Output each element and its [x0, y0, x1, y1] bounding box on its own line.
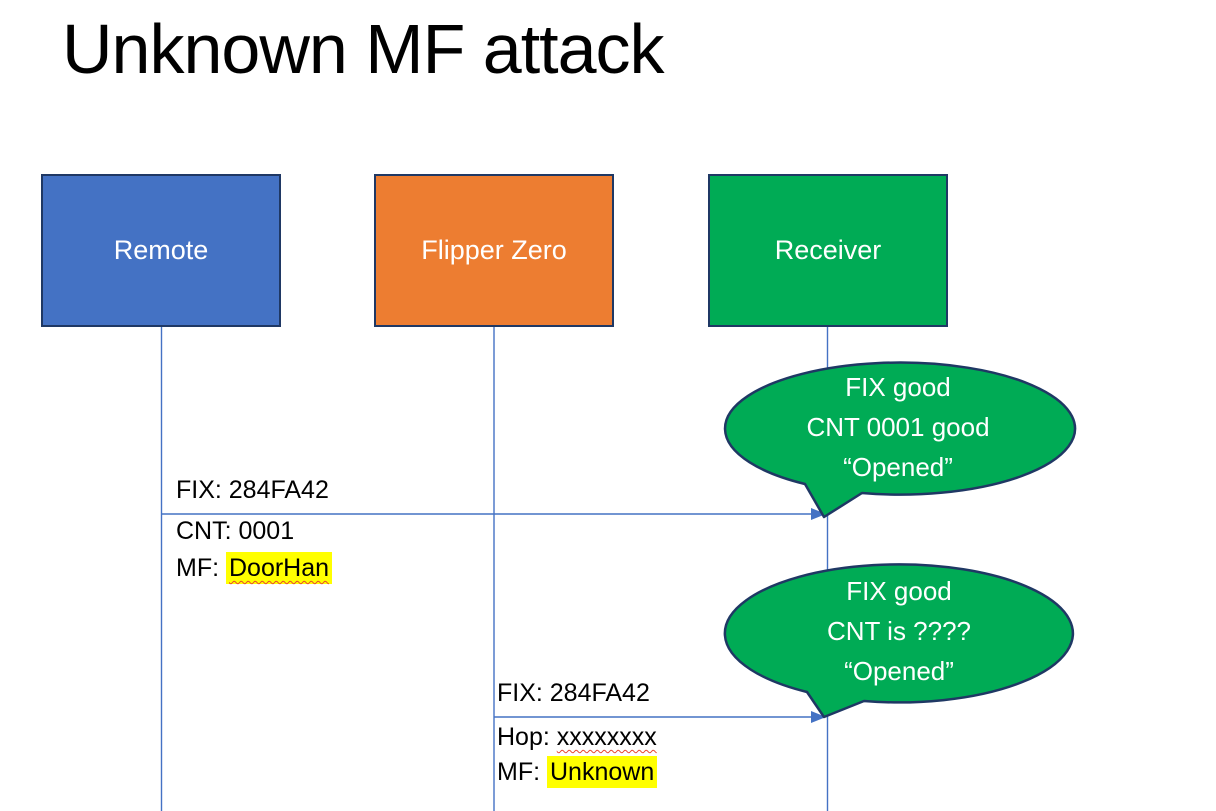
actor-label-receiver: Receiver [774, 235, 882, 265]
bubble1-line3: “Opened” [843, 452, 953, 482]
speech-bubble-1-shape [723, 361, 1077, 519]
message-arrow-flipper-to-receiver [494, 711, 826, 723]
message1-line3-highlighted-value: DoorHan [226, 552, 333, 584]
message2-line3: MF: Unknown [497, 756, 658, 788]
arrowhead-icon [811, 711, 826, 723]
message2-line3-highlighted-value: Unknown [547, 756, 658, 788]
actor-box-flipper-zero: Flipper Zero [374, 174, 614, 327]
message2-line2-prefix: Hop: [497, 723, 557, 751]
actor-label-remote: Remote [113, 235, 209, 265]
message1-line1: FIX: 284FA42 [176, 476, 329, 504]
bubble2-line2: CNT is ???? [826, 616, 972, 646]
message2-line2: Hop: xxxxxxxx [497, 722, 657, 753]
speech-bubble-2-shape [723, 563, 1075, 719]
bubble2-line3: “Opened” [844, 656, 954, 686]
arrowhead-icon [811, 508, 826, 520]
bubble2-line1: FIX good [846, 576, 952, 606]
speech-bubble-1-text: FIX good CNT 0001 good “Opened” [723, 367, 1073, 487]
actor-box-remote: Remote [41, 174, 281, 327]
message1-line3-prefix: MF: [176, 554, 226, 582]
speech-bubble-2-text: FIX good CNT is ???? “Opened” [724, 571, 1074, 691]
message-arrow-remote-to-receiver [161, 508, 826, 520]
bubble1-line2: CNT 0001 good [806, 412, 990, 442]
actor-label-flipper-zero: Flipper Zero [421, 235, 567, 265]
message1-line3: MF: DoorHan [176, 552, 333, 584]
actor-box-receiver: Receiver [708, 174, 948, 327]
message2-line1: FIX: 284FA42 [497, 679, 650, 707]
bubble1-line1: FIX good [845, 372, 951, 402]
slide-title: Unknown MF attack [62, 10, 665, 88]
message1-line2: CNT: 0001 [176, 517, 295, 545]
message2-line2-squiggle-value: xxxxxxxx [556, 723, 657, 751]
message2-line3-prefix: MF: [497, 758, 547, 786]
